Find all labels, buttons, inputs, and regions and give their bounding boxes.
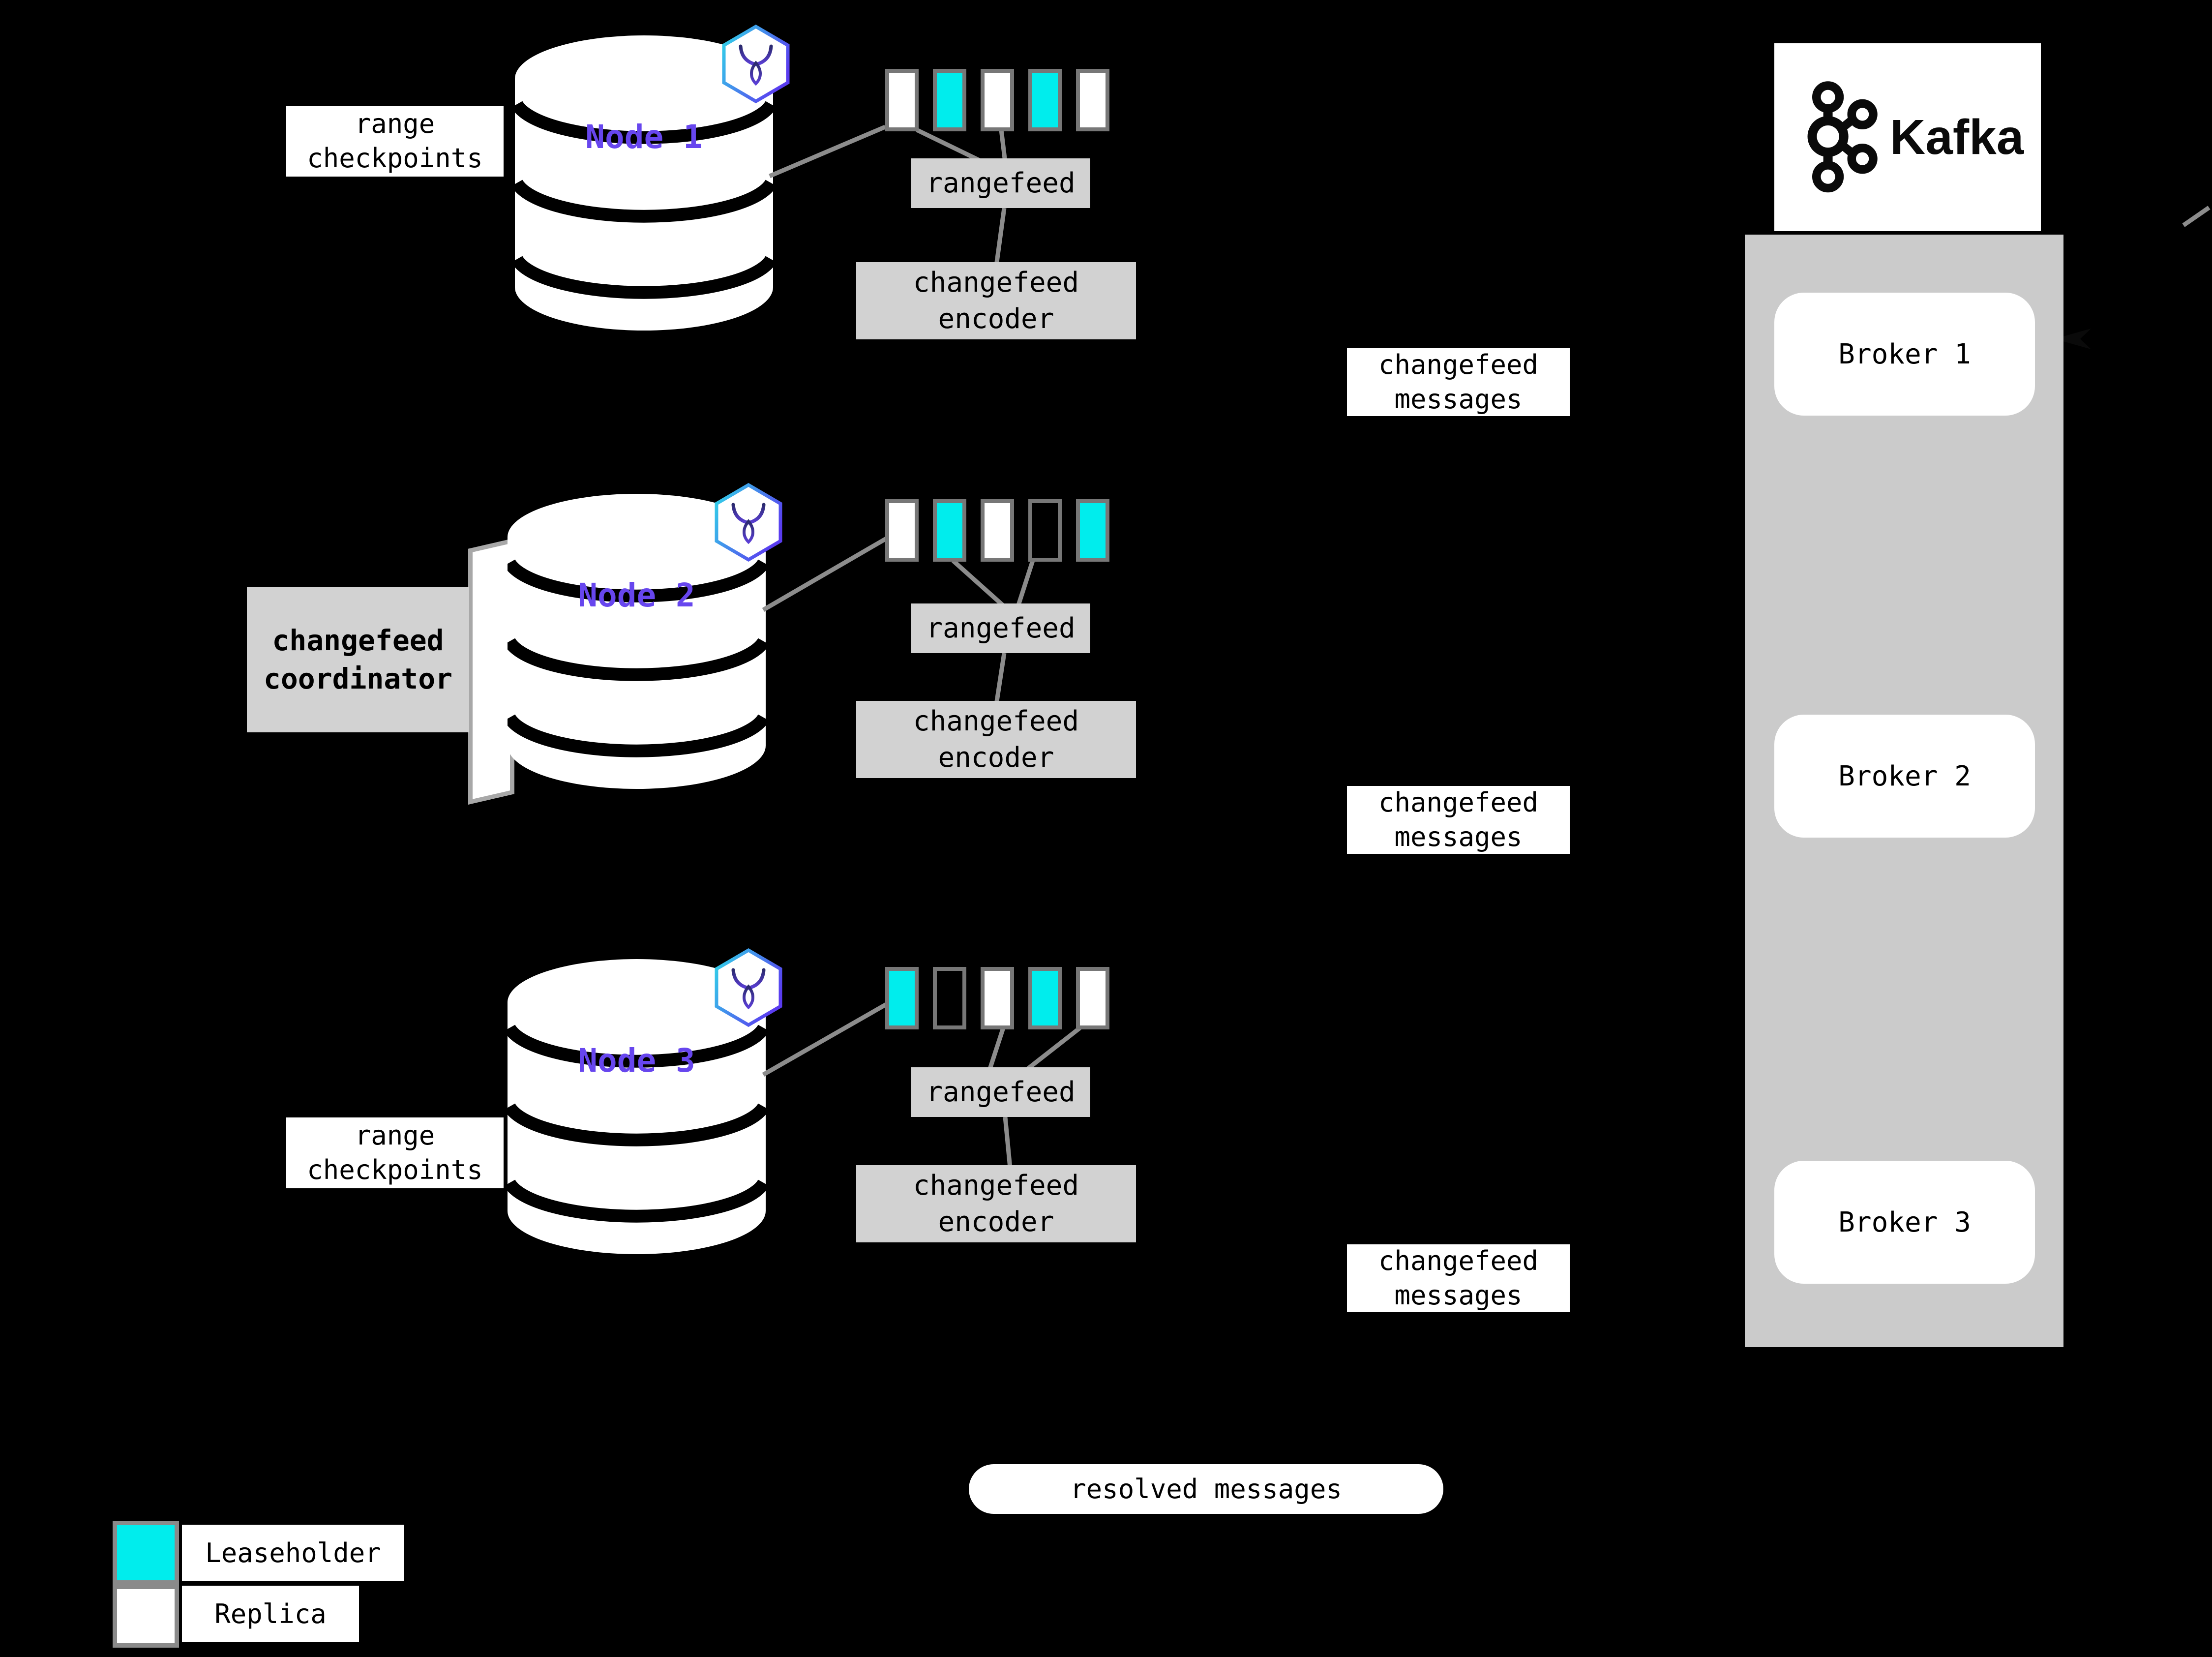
range-square xyxy=(885,499,919,562)
range-square xyxy=(981,69,1014,131)
legend-replica-swatch xyxy=(113,1585,179,1648)
changefeed-messages-text: changefeed messages xyxy=(1378,1245,1539,1311)
changefeed-encoder-text: changefeed encoder xyxy=(913,266,1079,335)
range-square xyxy=(1028,69,1062,131)
node2-label: Node 2 xyxy=(578,576,695,614)
kafka-broker-3: Broker 3 xyxy=(1774,1161,2035,1284)
range-square xyxy=(933,69,966,131)
changefeed-coordinator-text: changefeed coordinator xyxy=(263,624,453,695)
node3-label: Node 3 xyxy=(578,1042,695,1080)
changefeed-encoder-box-2: changefeed encoder xyxy=(856,701,1136,778)
changefeed-coordinator-label: changefeed coordinator xyxy=(247,587,469,732)
range-square xyxy=(1028,499,1062,562)
changefeed-encoder-box-3: changefeed encoder xyxy=(856,1165,1136,1242)
kafka-icon xyxy=(1795,78,1881,196)
legend-replica-label: Replica xyxy=(182,1586,359,1642)
kafka-broker-1: Broker 1 xyxy=(1774,293,2035,416)
range-square xyxy=(981,499,1014,562)
changefeed-encoder-box-1: changefeed encoder xyxy=(856,262,1136,339)
range-square xyxy=(1076,499,1109,562)
range-checkpoints-label-3: range checkpoints xyxy=(286,1117,504,1188)
range-square xyxy=(1076,69,1109,131)
range-square xyxy=(933,499,966,562)
changefeed-messages-text: changefeed messages xyxy=(1378,787,1539,852)
rangefeed-box-3: rangefeed xyxy=(911,1067,1090,1117)
range-checkpoints-text: range checkpoints xyxy=(307,108,483,174)
changefeed-encoder-text: changefeed encoder xyxy=(913,705,1079,774)
kafka-logo-box: Kafka xyxy=(1774,43,2041,231)
changefeed-messages-label-1: changefeed messages xyxy=(1347,348,1570,416)
resolved-messages-pill: resolved messages xyxy=(969,1464,1443,1514)
arrowhead-broker1 xyxy=(2055,329,2091,349)
range-square xyxy=(933,967,966,1029)
kafka-title: Kafka xyxy=(1890,109,2024,165)
range-square xyxy=(885,967,919,1029)
legend-leaseholder-label: Leaseholder xyxy=(182,1525,404,1581)
range-square xyxy=(981,967,1014,1029)
changefeed-messages-label-3: changefeed messages xyxy=(1347,1244,1570,1312)
range-square xyxy=(885,69,919,131)
changefeed-messages-text: changefeed messages xyxy=(1378,349,1539,415)
rangefeed-box-1: rangefeed xyxy=(911,158,1090,208)
range-checkpoints-label-1: range checkpoints xyxy=(286,106,504,177)
kafka-broker-2: Broker 2 xyxy=(1774,715,2035,838)
changefeed-encoder-text: changefeed encoder xyxy=(913,1169,1079,1238)
rangefeed-box-2: rangefeed xyxy=(911,603,1090,653)
node1-label: Node 1 xyxy=(585,118,703,156)
kafka-cluster: Broker 1 Broker 2 Broker 3 xyxy=(1745,235,2063,1347)
range-square xyxy=(1028,967,1062,1029)
changefeed-messages-label-2: changefeed messages xyxy=(1347,786,1570,854)
range-checkpoints-text: range checkpoints xyxy=(307,1120,483,1185)
range-square xyxy=(1076,967,1109,1029)
legend-leaseholder-swatch xyxy=(113,1521,179,1585)
